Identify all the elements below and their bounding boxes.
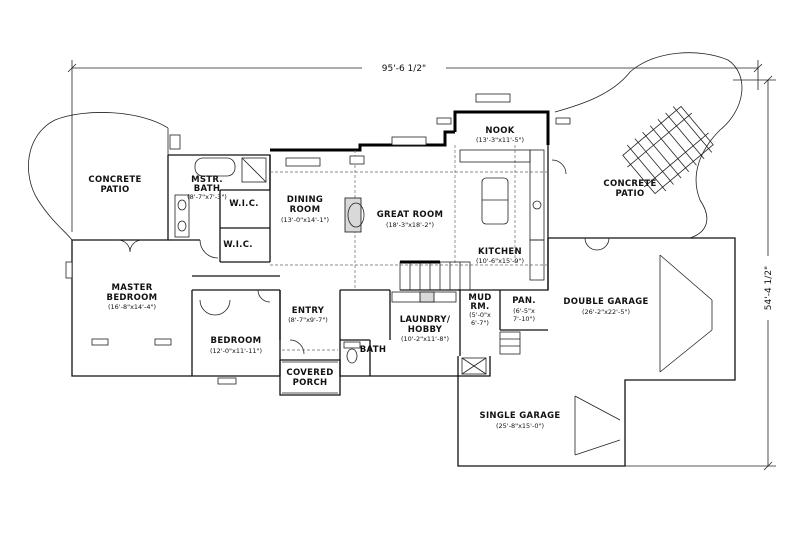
- svg-text:BEDROOM: BEDROOM: [107, 293, 158, 303]
- room-bedroom: BEDROOM (12'-0"x11'-11"): [210, 336, 262, 355]
- svg-text:BATH: BATH: [194, 184, 221, 194]
- svg-text:COVERED: COVERED: [286, 368, 333, 378]
- stairs: [399, 260, 471, 291]
- svg-text:6'-7"): 6'-7"): [471, 319, 489, 327]
- depth-label: 54'-4 1/2": [764, 266, 774, 310]
- svg-text:CONCRETE: CONCRETE: [603, 179, 656, 189]
- patio-left-outline: [28, 112, 169, 241]
- svg-text:(12'-0"x11'-11"): (12'-0"x11'-11"): [210, 347, 262, 355]
- svg-text:(26'-2"x22'-5"): (26'-2"x22'-5"): [582, 308, 630, 316]
- svg-text:(10'-6"x15'-9"): (10'-6"x15'-9"): [476, 257, 524, 265]
- exterior-walls: [71, 110, 736, 467]
- svg-text:(13'-3"x11'-5"): (13'-3"x11'-5"): [476, 136, 524, 144]
- svg-text:(6'-5"x: (6'-5"x: [513, 307, 535, 315]
- svg-text:(8'-7"x9'-7"): (8'-7"x9'-7"): [288, 316, 328, 324]
- room-entry: ENTRY (8'-7"x9'-7"): [288, 306, 328, 324]
- svg-text:ROOM: ROOM: [290, 205, 321, 215]
- svg-text:(13'-0"x14'-1"): (13'-0"x14'-1"): [281, 216, 329, 224]
- svg-text:HOBBY: HOBBY: [408, 325, 443, 335]
- room-patio-right: CONCRETE PATIO: [603, 179, 656, 199]
- svg-text:SINGLE GARAGE: SINGLE GARAGE: [480, 411, 561, 421]
- double-garage-door: [659, 254, 713, 373]
- svg-text:7'-10"): 7'-10"): [513, 315, 535, 323]
- room-nook: NOOK (13'-3"x11'-5"): [476, 126, 524, 144]
- room-wic-2: W.I.C.: [223, 240, 253, 250]
- kitchen-counters: [459, 149, 545, 281]
- svg-text:MSTR.: MSTR.: [191, 175, 223, 185]
- room-kitchen: KITCHEN (10'-6"x15'-9"): [476, 247, 524, 265]
- room-mstr-bath: MSTR. BATH (8'-7"x7'-3"): [187, 175, 227, 201]
- svg-text:PAN.: PAN.: [512, 296, 536, 306]
- svg-text:LAUNDRY/: LAUNDRY/: [400, 315, 451, 325]
- room-bath: BATH: [360, 345, 387, 355]
- master-bath-fixtures: [174, 157, 267, 238]
- svg-text:DOUBLE GARAGE: DOUBLE GARAGE: [563, 297, 648, 307]
- svg-text:(10'-2"x11'-8"): (10'-2"x11'-8"): [401, 335, 449, 343]
- windows: [65, 93, 571, 385]
- svg-text:KITCHEN: KITCHEN: [478, 247, 522, 257]
- svg-text:PATIO: PATIO: [100, 185, 129, 195]
- garage-steps: [499, 331, 521, 355]
- svg-text:(8'-7"x7'-3"): (8'-7"x7'-3"): [187, 193, 227, 201]
- patio-right-outline: [554, 52, 743, 239]
- svg-text:PORCH: PORCH: [293, 378, 328, 388]
- room-covered-porch: COVERED PORCH: [286, 368, 333, 388]
- svg-text:MASTER: MASTER: [111, 283, 152, 293]
- svg-text:PATIO: PATIO: [615, 189, 644, 199]
- svg-text:RM.: RM.: [470, 302, 489, 312]
- garage-chase: [461, 357, 487, 375]
- room-patio-left: CONCRETE PATIO: [88, 175, 141, 195]
- covered-porch-hatch: [282, 349, 338, 394]
- dimension-width: 95'-6 1/2": [67, 60, 763, 232]
- laundry-counter: [391, 291, 457, 303]
- svg-text:W.I.C.: W.I.C.: [223, 240, 253, 250]
- single-garage-door: [574, 395, 621, 456]
- room-wic-1: W.I.C.: [229, 199, 259, 209]
- svg-text:(5'-0"x: (5'-0"x: [469, 311, 491, 319]
- svg-text:DINING: DINING: [287, 195, 323, 205]
- svg-text:NOOK: NOOK: [485, 126, 514, 136]
- svg-text:MUD: MUD: [468, 293, 491, 303]
- room-dining: DINING ROOM (13'-0"x14'-1"): [281, 195, 329, 224]
- room-single-garage: SINGLE GARAGE (25'-8"x15'-0"): [480, 411, 561, 430]
- svg-text:(18'-3"x18'-2"): (18'-3"x18'-2"): [386, 221, 434, 229]
- svg-text:(16'-8"x14'-4"): (16'-8"x14'-4"): [108, 303, 156, 311]
- great-room-furniture: [344, 177, 509, 233]
- interior-walls: [168, 155, 549, 376]
- pergola: [622, 105, 714, 195]
- svg-text:W.I.C.: W.I.C.: [229, 199, 259, 209]
- doors: [117, 159, 610, 355]
- room-mud-rm: MUD RM. (5'-0"x 6'-7"): [468, 293, 491, 327]
- room-laundry: LAUNDRY/ HOBBY (10'-2"x11'-8"): [400, 315, 451, 343]
- svg-text:(25'-8"x15'-0"): (25'-8"x15'-0"): [496, 422, 544, 430]
- svg-text:CONCRETE: CONCRETE: [88, 175, 141, 185]
- room-great-room: GREAT ROOM (18'-3"x18'-2"): [377, 210, 443, 229]
- width-label: 95'-6 1/2": [382, 64, 426, 74]
- room-double-garage: DOUBLE GARAGE (26'-2"x22'-5"): [563, 297, 648, 316]
- svg-text:BEDROOM: BEDROOM: [211, 336, 262, 346]
- svg-text:BATH: BATH: [360, 345, 387, 355]
- svg-text:ENTRY: ENTRY: [292, 306, 325, 316]
- bath-fixtures: [343, 341, 361, 364]
- dimension-depth: 54'-4 1/2": [625, 75, 776, 471]
- room-pan: PAN. (6'-5"x 7'-10"): [512, 296, 536, 323]
- room-master-bedroom: MASTER BEDROOM (16'-8"x14'-4"): [107, 283, 158, 311]
- svg-text:GREAT ROOM: GREAT ROOM: [377, 210, 443, 220]
